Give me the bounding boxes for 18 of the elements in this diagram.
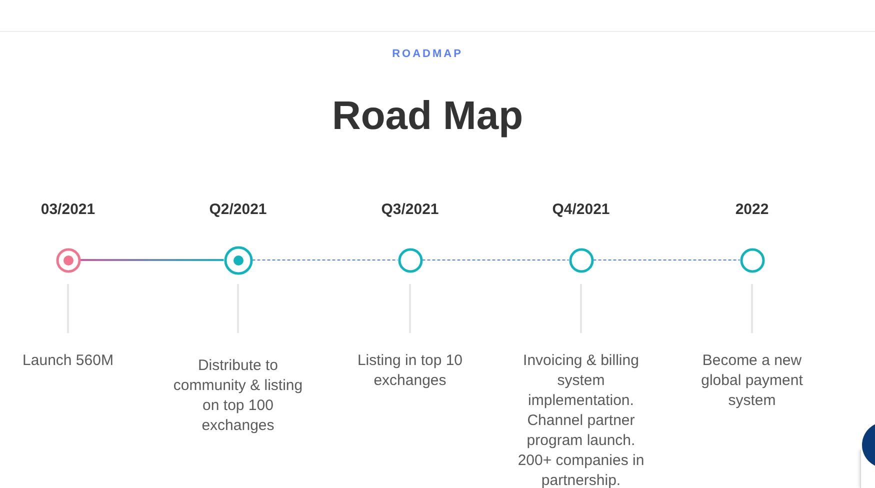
date-label: Q3/2021 <box>381 201 439 218</box>
milestone-circle <box>56 248 80 272</box>
milestone-circle <box>398 248 422 272</box>
milestone-description: Listing in top 10 exchanges <box>356 351 464 391</box>
milestone-description: Become a new global payment system <box>700 351 804 411</box>
connector-line <box>80 259 224 261</box>
milestone-circle <box>224 246 252 274</box>
date-label: Q2/2021 <box>209 201 267 218</box>
date-label: Q4/2021 <box>552 201 610 218</box>
milestone-description: Distribute to community & listing on top 100 exchanges <box>172 356 304 436</box>
milestone-description: Invoicing & billing system implementation. Channel partner program launch. 200+ companies in partnership. <box>516 351 646 488</box>
date-label: 03/2021 <box>40 201 96 218</box>
milestone-circle <box>740 248 764 272</box>
page-title: Road Map <box>332 94 524 138</box>
milestone-description: Launch 560M <box>22 351 114 371</box>
milestone-circle <box>568 248 594 272</box>
section-eyebrow: ROADMAP <box>392 48 463 60</box>
date-label: 2022 <box>735 201 769 218</box>
